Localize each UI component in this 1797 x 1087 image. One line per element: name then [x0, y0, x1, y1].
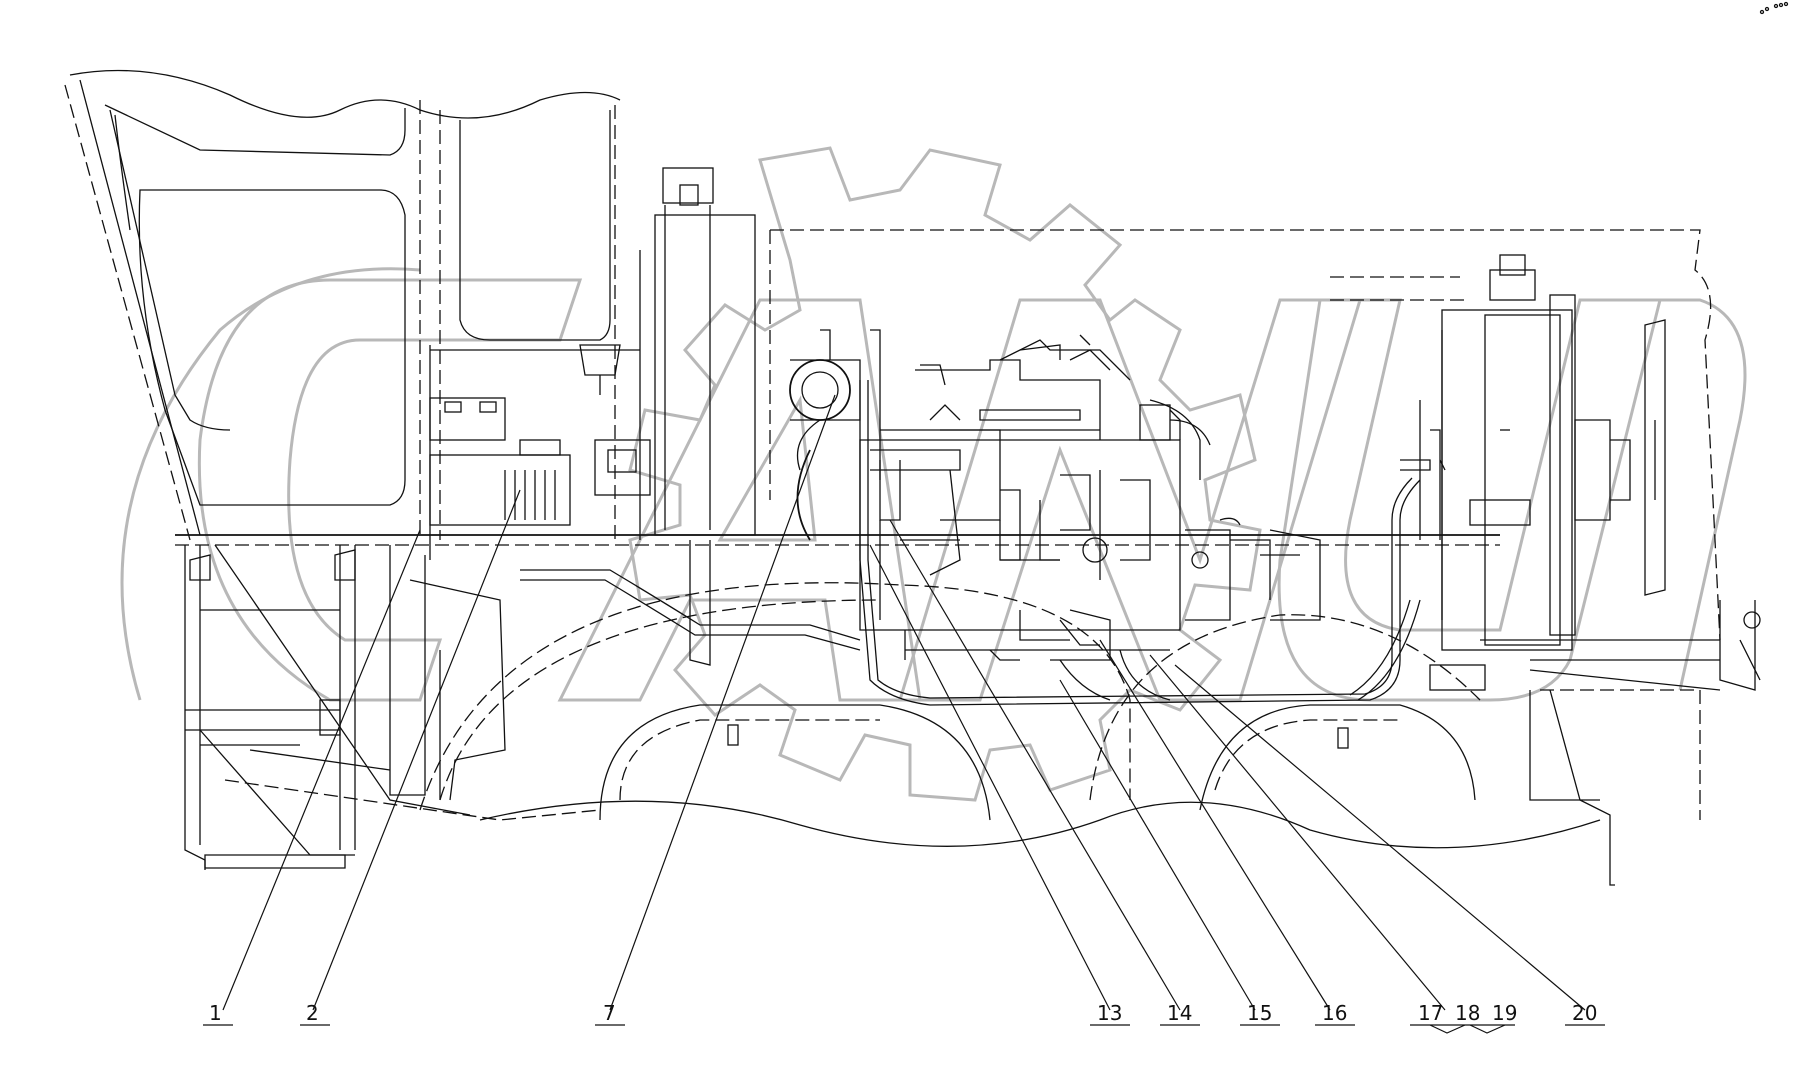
callout-7: 7: [595, 1001, 625, 1026]
corner-marks: [1759, 1, 1789, 15]
bonnet-outline: [769, 229, 1721, 641]
callout-16: 16: [1315, 1001, 1355, 1026]
callout-1: 1: [203, 1001, 233, 1026]
fan-blade: [1644, 319, 1666, 596]
svg-text:7: 7: [603, 1001, 616, 1025]
callout-2: 2: [300, 1001, 330, 1026]
svg-text:16: 16: [1322, 1001, 1347, 1025]
radiator-assembly: [1429, 254, 1761, 886]
callout-18: 18: [1455, 1001, 1480, 1025]
rear-frame: [175, 534, 1500, 870]
front-hose: [520, 569, 1421, 701]
watermark-outer-ring: [120, 267, 421, 701]
callout-19: 19: [1492, 1001, 1517, 1025]
callout-14: 14: [1160, 1001, 1200, 1026]
watermark-outer-ring-2: [1660, 298, 1747, 691]
watermark-letter-a: [557, 298, 922, 702]
cab-electrical-box: [429, 344, 651, 526]
instrument-unit: [594, 439, 651, 496]
svg-text:14: 14: [1167, 1001, 1192, 1025]
watermark-logo: [120, 146, 1747, 802]
cab-outline: [64, 69, 640, 560]
muffler-body: [654, 214, 756, 536]
svg-text:1: 1: [209, 1001, 222, 1025]
callout-17: 17: [1418, 1001, 1443, 1025]
watermark-letter-u: [1277, 298, 1662, 702]
callout-leaders: [222, 394, 1586, 1011]
front-axle: [419, 582, 1601, 849]
callout-17-18-19: 17 18 19: [1410, 1001, 1517, 1034]
alternator: [789, 359, 851, 421]
svg-text:15: 15: [1247, 1001, 1272, 1025]
watermark-letter-n: [897, 298, 1363, 702]
svg-text:20: 20: [1572, 1001, 1597, 1025]
svg-text:2: 2: [306, 1001, 319, 1025]
misc-details: [929, 334, 1510, 556]
svg-text:13: 13: [1097, 1001, 1122, 1025]
engine-assembly: [789, 329, 1321, 661]
exhaust-stack: [639, 167, 756, 666]
callout-labels: 1 2 7 13 14 15 16 17: [203, 1001, 1605, 1034]
callout-15: 15: [1240, 1001, 1280, 1026]
relay-box: [429, 397, 506, 441]
engine-harness: [859, 380, 1441, 706]
battery-box: [429, 454, 571, 526]
callout-13: 13: [1090, 1001, 1130, 1026]
callout-20: 20: [1565, 1001, 1605, 1026]
